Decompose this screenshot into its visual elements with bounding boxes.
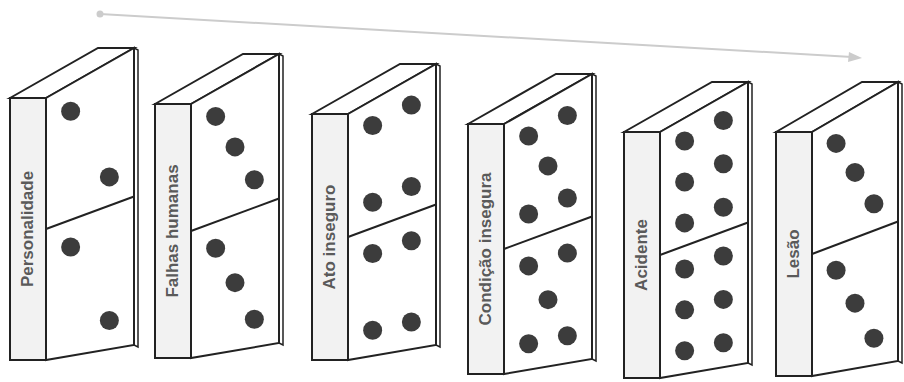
domino-pip (519, 204, 538, 223)
arrow-line (100, 14, 852, 57)
domino-pip (402, 177, 421, 196)
domino-side (155, 104, 191, 358)
domino-side (312, 114, 348, 360)
domino-pip (539, 156, 558, 175)
domino-pip (61, 102, 80, 121)
domino-pip (363, 321, 382, 340)
domino-pip (714, 198, 733, 217)
domino-pip (864, 194, 883, 213)
domino-label: Personalidade (18, 171, 38, 287)
arrow-start-dot (97, 11, 104, 18)
domino-label-strip: Ato inseguro (312, 114, 348, 360)
domino-pip (402, 96, 421, 115)
domino-pip (846, 163, 865, 182)
domino-pip (61, 238, 80, 257)
domino-pip (675, 132, 694, 151)
sequence-arrow (97, 11, 863, 63)
domino-pip (714, 247, 733, 266)
domino-pip (245, 170, 264, 189)
domino-face (660, 82, 748, 378)
domino-pip (675, 341, 694, 360)
domino-divider (660, 223, 748, 256)
domino-divider (504, 217, 592, 250)
domino-side (468, 124, 504, 374)
domino-pip (206, 239, 225, 258)
domino-pip (675, 259, 694, 278)
domino-pip (226, 137, 245, 156)
domino-pip (827, 134, 846, 153)
domino-label-strip: Condição insegura (468, 124, 504, 374)
domino-divider (812, 222, 898, 255)
domino-pip (363, 244, 382, 263)
domino-pip (846, 294, 865, 313)
domino-side (624, 132, 660, 378)
arrow-head (848, 52, 862, 62)
domino-pip (675, 172, 694, 191)
domino-pip (519, 256, 538, 275)
domino-pip (519, 126, 538, 145)
domino-pip (714, 290, 733, 309)
domino-pip (100, 311, 119, 330)
domino-side (10, 98, 46, 360)
domino-pip (714, 111, 733, 130)
domino-pip (226, 273, 245, 292)
domino-face (46, 48, 134, 360)
domino-side (776, 132, 812, 376)
domino-pip (714, 333, 733, 352)
domino-pip (402, 231, 421, 250)
domino-pip (206, 107, 225, 126)
domino-pip (363, 116, 382, 135)
domino-label-strip: Personalidade (10, 98, 46, 360)
domino-label-strip: Lesão (776, 132, 812, 376)
domino-face (504, 74, 592, 374)
domino-divider (191, 199, 279, 232)
domino-pip (714, 154, 733, 173)
domino-pip (539, 290, 558, 309)
domino-label: Lesão (784, 229, 804, 278)
domino-pip (558, 244, 577, 263)
domino-pip (558, 189, 577, 208)
domino-pip (864, 329, 883, 348)
domino-label: Ato inseguro (320, 185, 340, 290)
domino-pip (558, 326, 577, 345)
domino-pip (827, 261, 846, 280)
domino-label: Acidente (632, 219, 652, 291)
domino-pip (100, 167, 119, 186)
domino-pip (675, 300, 694, 319)
domino-label-strip: Falhas humanas (155, 104, 191, 358)
domino-face (812, 82, 898, 376)
domino-pip (363, 193, 382, 212)
domino-pip (245, 310, 264, 329)
domino-label-strip: Acidente (624, 132, 660, 378)
domino-pip (402, 313, 421, 332)
domino-divider (46, 197, 134, 230)
domino-pip (558, 106, 577, 125)
domino-face (191, 54, 279, 358)
domino-divider (348, 205, 436, 238)
domino-label: Falhas humanas (163, 164, 183, 297)
domino-pip (675, 213, 694, 232)
domino-label: Condição insegura (476, 172, 496, 325)
domino-face (348, 64, 436, 360)
domino-pip (519, 334, 538, 353)
